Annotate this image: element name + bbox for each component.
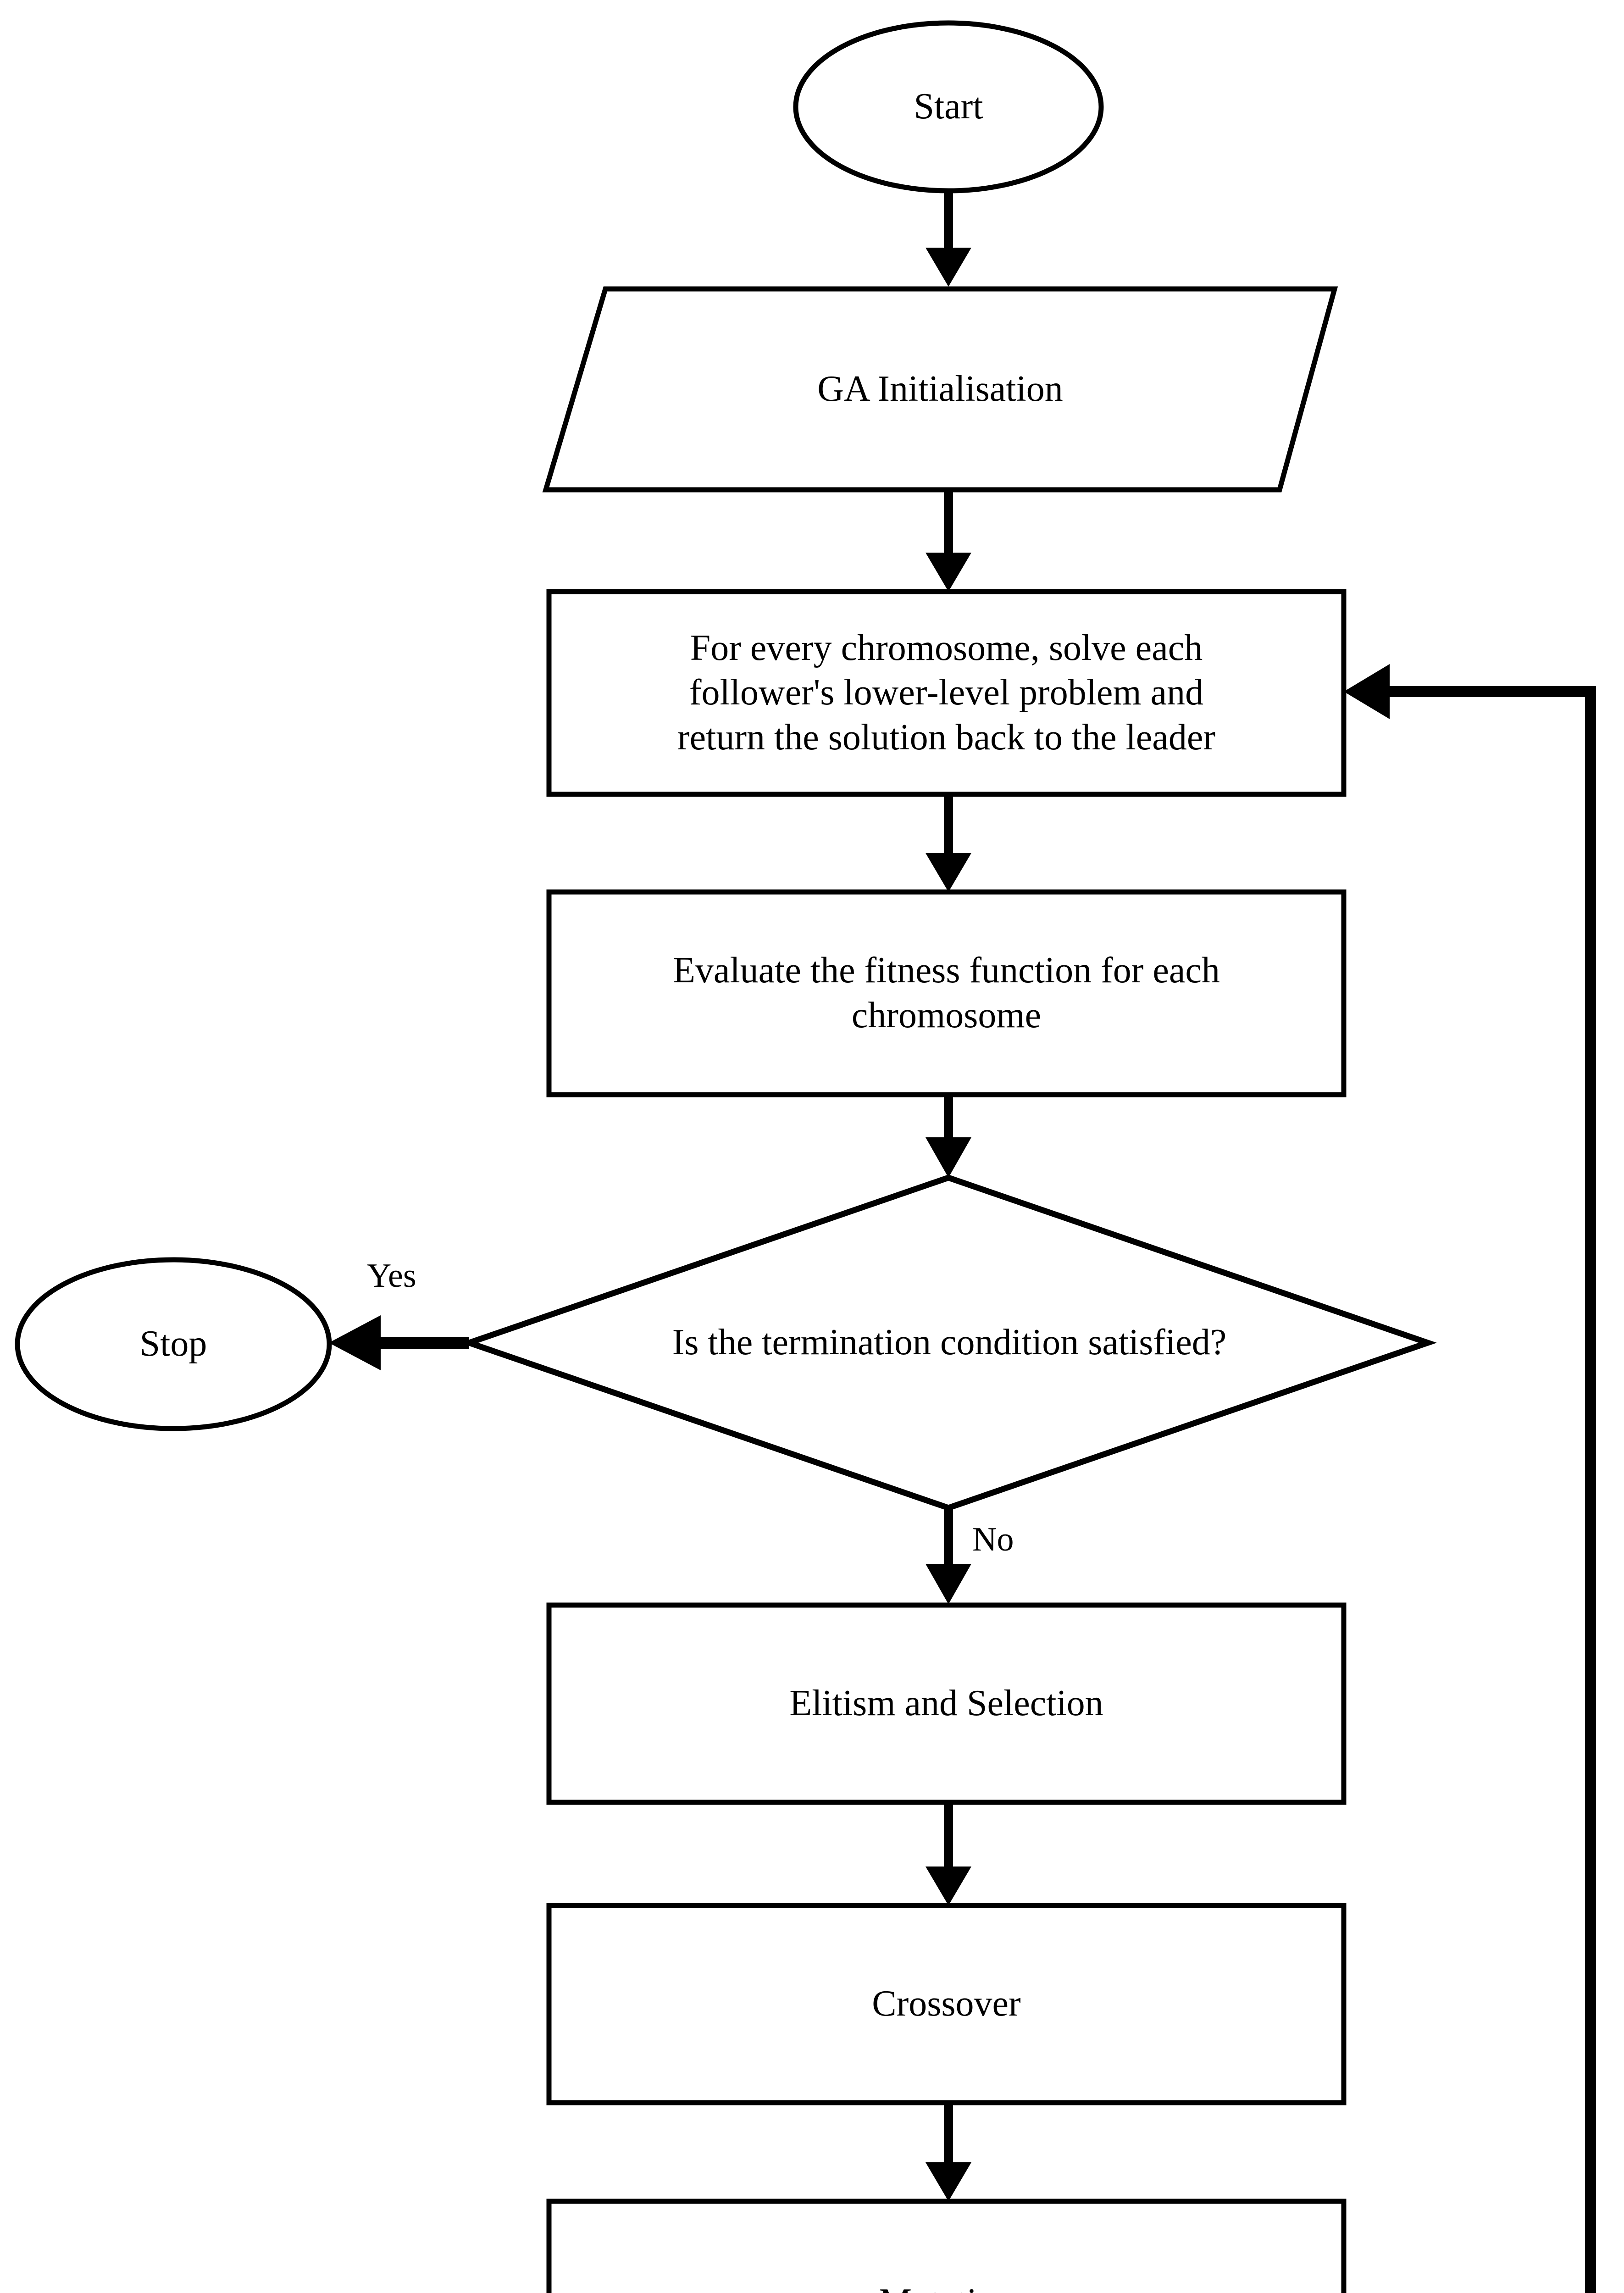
mutation-node-shape xyxy=(546,2199,1347,2293)
edge-decision-no-to-elitism xyxy=(926,1508,971,1604)
edge-label-no: No xyxy=(972,1521,1014,1558)
start-node-shape xyxy=(793,20,1104,194)
ga-init-node-shape xyxy=(542,286,1338,493)
decision-node-shape xyxy=(460,1174,1437,1511)
edge-elitism-to-crossover xyxy=(926,1802,971,1905)
edge-decision-yes-to-stop xyxy=(329,1315,469,1370)
edge-evaluate-to-decision xyxy=(926,1095,971,1178)
elitism-node-shape xyxy=(546,1602,1347,1805)
edge-label-yes: Yes xyxy=(367,1257,416,1295)
edge-solve-lower-to-evaluate xyxy=(926,794,971,892)
solve-lower-node-shape xyxy=(546,589,1347,797)
edge-crossover-to-mutation xyxy=(926,2103,971,2201)
edge-start-to-ga-init xyxy=(926,191,971,287)
edge-mutation-feedback-to-solve-lower xyxy=(1344,664,1596,2293)
edge-ga-init-to-solve-lower xyxy=(926,490,971,592)
stop-node-shape xyxy=(15,1257,332,1431)
evaluate-node-shape xyxy=(546,889,1347,1097)
crossover-node-shape xyxy=(546,1903,1347,2105)
